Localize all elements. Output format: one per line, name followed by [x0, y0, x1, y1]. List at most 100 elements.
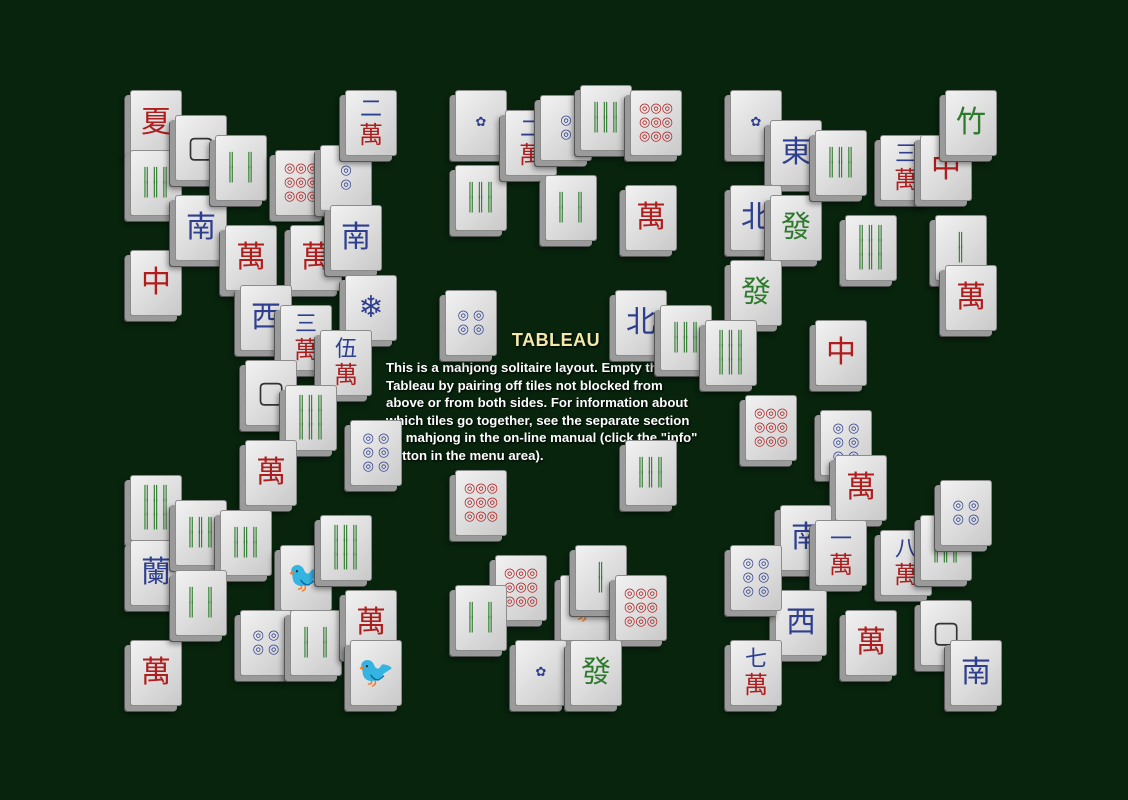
mahjong-tile-wan[interactable]: 萬	[945, 265, 997, 331]
mahjong-tile-bam-6[interactable]: ║║║ ║║║	[455, 165, 507, 231]
tile-suit: 萬	[829, 551, 853, 579]
mahjong-tile-bam-6[interactable]: ║║║ ║║║	[815, 130, 867, 196]
tile-suit: 萬	[894, 561, 918, 589]
mahjong-tile-south[interactable]: 南	[330, 205, 382, 271]
wan-icon: 萬	[636, 200, 666, 235]
mahjong-tile-bam-9[interactable]: ║║║ ║║║ ║║║	[705, 320, 757, 386]
mahjong-tile-bam-6[interactable]: ║║║ ║║║	[580, 85, 632, 151]
south-icon: 南	[961, 655, 991, 690]
tile-number: 三	[294, 312, 317, 337]
dots-1-icon: ✿	[475, 115, 487, 130]
mahjong-tile-bam-6[interactable]: ║║║ ║║║	[220, 510, 272, 576]
dots-9-icon: ◎◎◎ ◎◎◎ ◎◎◎	[283, 161, 319, 204]
mahjong-tile-bam-4[interactable]: ║ ║ ║ ║	[215, 135, 267, 201]
mahjong-tile-wan[interactable]: 萬	[625, 185, 677, 251]
dots-2-icon: ◎ ◎	[340, 163, 352, 192]
tile-suit: 萬	[294, 336, 318, 364]
tile-suit: 萬	[359, 121, 383, 149]
wan-icon: 萬	[301, 240, 331, 275]
mahjong-tile-bam-9[interactable]: ║║║ ║║║ ║║║	[845, 215, 897, 281]
wan-icon: 萬	[236, 240, 266, 275]
wan-icon: 萬	[356, 605, 386, 640]
mahjong-tile-dots-6[interactable]: ◎ ◎ ◎ ◎ ◎ ◎	[730, 545, 782, 611]
mahjong-tile-two[interactable]: 二萬	[345, 90, 397, 156]
wan-icon: 萬	[846, 470, 876, 505]
green-dragon-icon: 發	[741, 275, 771, 310]
mahjong-tile-red-dragon[interactable]: 中	[130, 250, 182, 316]
dots-9-icon: ◎◎◎ ◎◎◎ ◎◎◎	[463, 481, 499, 524]
mahjong-tile-wan[interactable]: 萬	[835, 455, 887, 521]
mahjong-tile-dots-4[interactable]: ◎ ◎ ◎ ◎	[940, 480, 992, 546]
mahjong-tile-dots-1[interactable]: ✿	[455, 90, 507, 156]
mahjong-tile-wan[interactable]: 萬	[845, 610, 897, 676]
bam-9-icon: ║║║ ║║║ ║║║	[141, 486, 171, 530]
dots-9-icon: ◎◎◎ ◎◎◎ ◎◎◎	[503, 566, 539, 609]
mahjong-tile-dots-6[interactable]: ◎ ◎ ◎ ◎ ◎ ◎	[350, 420, 402, 486]
mahjong-tile-dots-9[interactable]: ◎◎◎ ◎◎◎ ◎◎◎	[455, 470, 507, 536]
mahjong-tile-south[interactable]: 南	[175, 195, 227, 261]
description-line: which tiles go together, see the separat…	[386, 412, 690, 428]
mahjong-tile-dots-4[interactable]: ◎ ◎ ◎ ◎	[445, 290, 497, 356]
east-icon: 東	[781, 135, 811, 170]
mahjong-tile-green-dragon[interactable]: 發	[770, 195, 822, 261]
bam-6-icon: ║║║ ║║║	[186, 518, 216, 548]
mahjong-tile-bam-4[interactable]: ║ ║ ║ ║	[175, 570, 227, 636]
mahjong-tile-bam-6[interactable]: ║║║ ║║║	[625, 440, 677, 506]
mahjong-tile-west[interactable]: 西	[775, 590, 827, 656]
bam-4-icon: ║ ║ ║ ║	[466, 603, 496, 633]
green-dragon-icon: 發	[581, 655, 611, 690]
dots-4-icon: ◎ ◎ ◎ ◎	[952, 498, 980, 527]
west-icon: 西	[251, 300, 281, 335]
bam-6-icon: ║║║ ║║║	[826, 148, 856, 178]
mahjong-tile-green-dragon[interactable]: 發	[570, 640, 622, 706]
mahjong-tile-seven[interactable]: 七萬	[730, 640, 782, 706]
mahjong-tile-bam-9[interactable]: ║║║ ║║║ ║║║	[320, 515, 372, 581]
mahjong-tile-dots-9[interactable]: ◎◎◎ ◎◎◎ ◎◎◎	[745, 395, 797, 461]
tile-number: 三	[894, 142, 917, 167]
dots-6-icon: ◎ ◎ ◎ ◎ ◎ ◎	[742, 556, 770, 599]
red-dragon-icon: 中	[826, 335, 856, 370]
mahjong-tile-dots-1[interactable]: ✿	[515, 640, 567, 706]
mahjong-tile-bam-4[interactable]: ║ ║ ║ ║	[455, 585, 507, 651]
layout-title: TABLEAU	[511, 330, 601, 350]
description-line: Tableau by pairing off tiles not blocked…	[386, 377, 663, 393]
mahjong-tile-dots-9[interactable]: ◎◎◎ ◎◎◎ ◎◎◎	[630, 90, 682, 156]
dots-9-icon: ◎◎◎ ◎◎◎ ◎◎◎	[753, 406, 789, 449]
mahjong-tile-south[interactable]: 南	[950, 640, 1002, 706]
bam-2-icon: ║ ║	[596, 563, 606, 593]
dots-9-icon: ◎◎◎ ◎◎◎ ◎◎◎	[623, 586, 659, 629]
red-dragon-icon: 中	[141, 265, 171, 300]
tile-number: 七	[744, 647, 767, 672]
tile-number: 一	[829, 527, 852, 552]
mahjong-tile-bird[interactable]: 🐦	[350, 640, 402, 706]
wan-icon: 萬	[956, 280, 986, 315]
mahjong-tile-wan[interactable]: 萬	[245, 440, 297, 506]
mahjong-tile-wan[interactable]: 萬	[130, 640, 182, 706]
north-icon: 北	[626, 305, 656, 340]
tile-number: 伍	[334, 337, 357, 362]
mahjong-tile-dots-9[interactable]: ◎◎◎ ◎◎◎ ◎◎◎	[615, 575, 667, 641]
mahjong-tile-wan[interactable]: 萬	[225, 225, 277, 291]
mahjong-tile-one[interactable]: 一萬	[815, 520, 867, 586]
red-dragon-icon: 中	[931, 150, 961, 185]
mahjong-tile-bam-4[interactable]: ║ ║ ║ ║	[545, 175, 597, 241]
mahjong-tile-dots-4[interactable]: ◎ ◎ ◎ ◎	[240, 610, 292, 676]
mahjong-tile-bamboo-season[interactable]: 竹	[945, 90, 997, 156]
tile-suit: 萬	[519, 141, 543, 169]
bam-6-icon: ║║║ ║║║	[231, 528, 261, 558]
bam-9-icon: ║║║ ║║║ ║║║	[856, 226, 886, 270]
white-dragon-icon: ▢	[186, 130, 216, 165]
description-line: on mahjong in the on-line manual (click …	[386, 430, 698, 445]
snowflake-icon: ❄	[358, 290, 384, 325]
description-line: button in the menu area).	[386, 447, 544, 463]
tile-suit: 萬	[334, 361, 358, 389]
bam-4-icon: ║ ║ ║ ║	[556, 193, 586, 223]
mahjong-tile-bam-4[interactable]: ║ ║ ║ ║	[290, 610, 342, 676]
mahjong-tile-red-dragon[interactable]: 中	[815, 320, 867, 386]
bam-6-icon: ║║║ ║║║	[591, 103, 621, 133]
bam-6-icon: ║║║ ║║║	[466, 183, 496, 213]
tile-number: 二	[359, 97, 382, 122]
wan-icon: 萬	[256, 455, 286, 490]
layout-description: This is a mahjong solitaire layout. Empt…	[386, 359, 726, 464]
mahjong-tile-green-dragon[interactable]: 發	[730, 260, 782, 326]
